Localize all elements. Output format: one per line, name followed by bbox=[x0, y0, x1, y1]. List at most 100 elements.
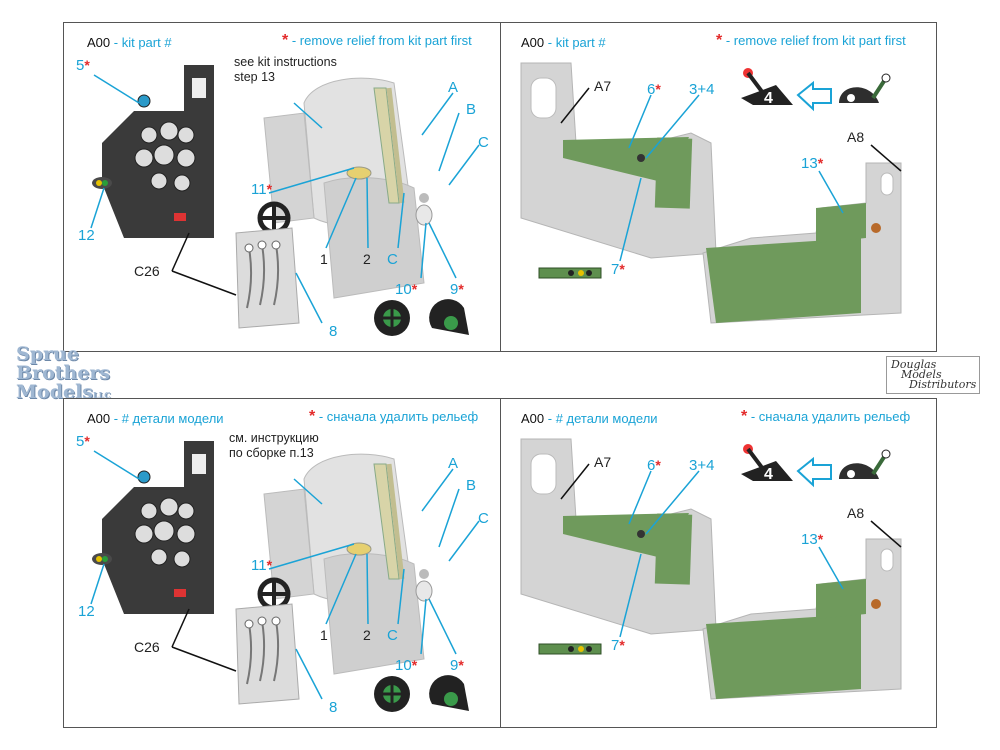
panel-top-left: A00 - kit part # * - remove relief from … bbox=[63, 22, 501, 352]
label-6-star: * bbox=[655, 81, 661, 97]
label-11-star: * bbox=[266, 181, 273, 197]
star-marker: * bbox=[741, 408, 748, 425]
seat-illustration bbox=[90, 65, 480, 336]
relief-note-text: - remove relief from kit part first bbox=[291, 33, 472, 48]
label-1: 1 bbox=[320, 627, 328, 643]
relief-note: * - сначала удалить рельеф bbox=[741, 408, 910, 426]
relief-note-text: - сначала удалить рельеф bbox=[318, 409, 479, 424]
see-instructions-note: см. инструкцию по сборке п.13 bbox=[229, 431, 319, 461]
wheel-icon bbox=[257, 201, 291, 235]
code-description: - # детали модели bbox=[547, 411, 658, 426]
label-13: 13* bbox=[801, 155, 823, 172]
c26-harness-part bbox=[235, 603, 300, 705]
label-13-text: 13 bbox=[801, 531, 818, 548]
see-instructions-note: see kit instructions step 13 bbox=[234, 55, 337, 85]
label-9: 9* bbox=[450, 657, 464, 674]
label-a: A bbox=[448, 79, 459, 96]
header-top-left: A00 - kit part # bbox=[87, 35, 172, 50]
label-b: B bbox=[466, 101, 477, 118]
label-9-star: * bbox=[458, 657, 464, 673]
label-6: 6* bbox=[647, 81, 661, 98]
a7-side-panel-part bbox=[520, 62, 717, 259]
knob-10-icon bbox=[374, 300, 410, 336]
sprue-brothers-logo: Sprue Brothers ModelsLLC bbox=[16, 345, 116, 405]
label-a7: A7 bbox=[594, 78, 612, 94]
see-line-2: по сборке п.13 bbox=[229, 446, 314, 460]
see-line-1: see kit instructions bbox=[234, 55, 337, 69]
label-11-text: 11 bbox=[251, 181, 267, 198]
relief-note: * - remove relief from kit part first bbox=[282, 32, 472, 50]
step-number-4: 4 bbox=[764, 90, 773, 107]
douglas-models-logo: Douglas Models Distributors bbox=[886, 356, 980, 394]
panel-top-right: 4 A00 - kit part # * - remove relief fro… bbox=[500, 22, 937, 352]
label-c2: C bbox=[478, 510, 489, 527]
label-10-star: * bbox=[411, 281, 418, 297]
label-c2: C bbox=[478, 134, 489, 151]
label-7-star: * bbox=[619, 261, 625, 277]
label-5-star: * bbox=[84, 57, 90, 73]
a8-floor-panel-part bbox=[702, 162, 902, 324]
seat-part bbox=[263, 453, 433, 675]
label-10-text: 10 bbox=[395, 281, 412, 298]
label-5: 5* bbox=[76, 433, 90, 450]
see-line-2: step 13 bbox=[234, 70, 276, 84]
label-11-star: * bbox=[266, 557, 273, 573]
step-number-4: 4 bbox=[764, 466, 773, 483]
label-5-text: 5 bbox=[76, 433, 85, 450]
label-3-4: 3+4 bbox=[689, 457, 715, 474]
label-9-text: 9 bbox=[450, 281, 459, 298]
callout-lines bbox=[90, 74, 480, 324]
label-c26: C26 bbox=[134, 639, 160, 655]
label-a: A bbox=[448, 455, 459, 472]
label-a8: A8 bbox=[847, 129, 865, 145]
star-marker: * bbox=[716, 32, 723, 49]
label-10-text: 10 bbox=[395, 657, 412, 674]
label-13-star: * bbox=[817, 155, 824, 171]
a8-floor-panel-part bbox=[702, 538, 902, 700]
label-9-star: * bbox=[458, 281, 464, 297]
callout-lines-right bbox=[619, 470, 844, 638]
seat-part bbox=[263, 77, 433, 299]
relief-note-text: - remove relief from kit part first bbox=[725, 33, 906, 48]
label-7-star: * bbox=[619, 637, 625, 653]
label-2: 2 bbox=[363, 251, 371, 267]
label-12: 12 bbox=[78, 603, 95, 620]
code-description: - kit part # bbox=[113, 35, 172, 50]
label-a7: A7 bbox=[594, 454, 612, 470]
label-11: 11* bbox=[251, 557, 272, 574]
logo-line-3-text: Models bbox=[16, 381, 93, 403]
logo2-line-2: Models bbox=[901, 368, 942, 381]
side-panel-illustration: 4 bbox=[520, 62, 902, 324]
part-code: A00 bbox=[87, 35, 111, 50]
label-5-star: * bbox=[84, 433, 90, 449]
strip-7-part bbox=[538, 643, 602, 655]
code-description: - # детали модели bbox=[113, 411, 224, 426]
logo2-line-3: Distributors bbox=[909, 378, 977, 391]
label-6-text: 6 bbox=[647, 81, 656, 98]
label-11: 11* bbox=[251, 181, 272, 198]
relief-note: * - remove relief from kit part first bbox=[716, 32, 906, 50]
label-c26: C26 bbox=[134, 263, 160, 279]
label-c: C bbox=[387, 251, 398, 268]
label-b: B bbox=[466, 477, 477, 494]
header-top-right: A00 - kit part # bbox=[521, 35, 606, 50]
logo-suffix: LLC bbox=[93, 390, 111, 400]
label-6: 6* bbox=[647, 457, 661, 474]
label-9: 9* bbox=[450, 281, 464, 298]
label-6-star: * bbox=[655, 457, 661, 473]
label-a8: A8 bbox=[847, 505, 865, 521]
lever-step-4-icon: 4 bbox=[741, 444, 891, 488]
wheel-icon bbox=[257, 577, 291, 611]
label-7: 7* bbox=[611, 637, 625, 654]
see-line-1: см. инструкцию bbox=[229, 431, 319, 445]
label-8: 8 bbox=[329, 323, 338, 340]
logo-line-3: ModelsLLC bbox=[16, 383, 116, 405]
star-marker: * bbox=[282, 32, 289, 49]
label-10: 10* bbox=[395, 657, 417, 674]
logo-line-1: Sprue bbox=[16, 343, 79, 365]
label-9-text: 9 bbox=[450, 657, 459, 674]
code-description: - kit part # bbox=[547, 35, 606, 50]
panel-bottom-right: 4 A00 - # детали модели * - сначала удал… bbox=[500, 398, 937, 728]
label-6-text: 6 bbox=[647, 457, 656, 474]
header-bottom-right: A00 - # детали модели bbox=[521, 411, 658, 426]
